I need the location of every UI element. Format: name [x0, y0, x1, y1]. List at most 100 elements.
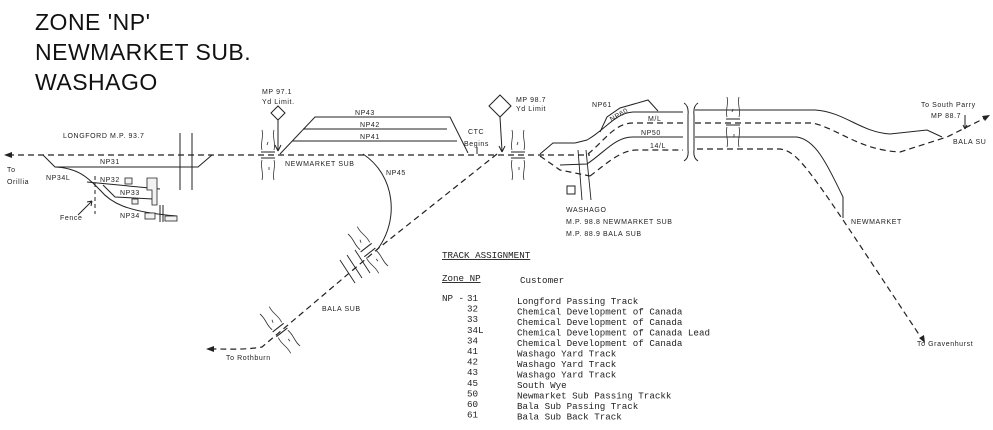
np45-track — [362, 153, 392, 251]
table-row: 33 Chemical Development of Canada — [467, 314, 683, 328]
yard-limit-arrow-icon — [498, 116, 506, 153]
mp889-label: M.P. 88.9 BALA SUB — [566, 231, 642, 238]
fence-label: Fence — [60, 215, 82, 222]
customer-cell: Chemical Development of Canada — [517, 338, 683, 349]
arrow-to-rothburn-icon — [206, 346, 214, 352]
bala-sub-line — [211, 153, 498, 350]
title-sub: NEWMARKET SUB. — [35, 39, 251, 65]
customer-cell: Newmarket Sub Passing Trackk — [517, 391, 672, 402]
track-assignment-table: TRACK ASSIGNMENT Zone NP Customer NP - 3… — [442, 250, 710, 423]
mp987-label: MP 98.7 — [516, 97, 546, 104]
np33-label: NP33 — [120, 190, 140, 197]
title-zone: ZONE 'NP' — [35, 9, 151, 35]
np31-track — [42, 154, 213, 168]
np43-track — [279, 116, 469, 155]
yard-limit-arrow-icon — [274, 120, 282, 152]
station-dash — [539, 155, 591, 177]
bala-su-label: BALA SU — [953, 139, 986, 146]
zone-cell: 31 — [467, 293, 479, 304]
mp97-label: MP 97.1 — [262, 89, 292, 96]
newmarket-sub-label: NEWMARKET SUB — [285, 161, 355, 168]
customer-cell: Chemical Development of Canada — [517, 317, 683, 328]
customer-cell: Washago Yard Track — [517, 370, 617, 381]
np34l-track — [54, 166, 178, 217]
bridge-icon — [258, 305, 302, 355]
newmarket-sub-passing-track — [695, 136, 844, 218]
zone-cell: 43 — [467, 367, 478, 378]
customer-cell: Longford Passing Track — [517, 296, 639, 307]
customer-cell: Chemical Development of Canada — [517, 307, 683, 318]
np41-label: NP41 — [360, 134, 380, 141]
np45-label: NP45 — [386, 170, 406, 177]
np33-track — [102, 184, 154, 200]
to-gravenhurst-label: To Gravenhurst — [917, 341, 973, 348]
table-row: 60 Bala Sub Passing Track — [467, 399, 639, 412]
zone-cell: 50 — [467, 388, 478, 399]
np-prefix: NP - — [442, 293, 464, 304]
washago-label: WASHAGO — [566, 207, 607, 214]
customer-cell: Bala Sub Passing Track — [517, 401, 639, 412]
longford-label: LONGFORD M.P. 93.7 — [63, 133, 144, 140]
col-customer-header: Customer — [520, 275, 564, 286]
orillia-label: Orillia — [7, 179, 29, 186]
fence-arrow-icon — [77, 200, 93, 216]
yard-limit-sign-icon — [488, 94, 512, 118]
station-siding — [539, 142, 575, 155]
title-location: WASHAGO — [35, 69, 158, 95]
np43-label: NP43 — [355, 110, 375, 117]
table-heading: TRACK ASSIGNMENT — [442, 250, 531, 261]
mp887-label: MP 88.7 — [931, 113, 961, 120]
np50-label: NP50 — [641, 130, 661, 137]
yard-limit-sign-icon — [270, 105, 286, 121]
bala-sub-label: BALA SUB — [322, 306, 361, 313]
table-row: 34 Chemical Development of Canada — [467, 335, 683, 349]
col-zone-header: Zone NP — [442, 273, 481, 284]
bala-sub-main-line — [695, 117, 986, 153]
to-label: To — [7, 167, 16, 174]
14l-track — [589, 149, 683, 177]
np60-track — [574, 111, 683, 144]
zone-cell: 34L — [467, 325, 484, 336]
bracket — [683, 102, 689, 162]
np32-label: NP32 — [100, 177, 120, 184]
bridge-icon — [725, 96, 741, 148]
14l-label: 14/L — [650, 143, 666, 150]
mp988-label: M.P. 98.8 NEWMARKET SUB — [566, 219, 673, 226]
ml-label: M/L — [648, 116, 661, 123]
zone-cell: 33 — [467, 314, 478, 325]
crossing-bars — [339, 249, 371, 284]
zone-cell: 34 — [467, 335, 479, 346]
zone-cell: 60 — [467, 399, 478, 410]
station-bars — [577, 149, 592, 201]
arrow-to-gravenhurst-icon — [919, 335, 925, 343]
customer-cell: Washago Yard Track — [517, 359, 617, 370]
table-row: 43 Washago Yard Track — [467, 367, 617, 380]
table-row: 31 Longford Passing Track — [467, 293, 639, 307]
yd-limit-label: Yd Limit. — [262, 99, 295, 106]
np61-track — [599, 99, 659, 133]
zone-cell: 45 — [467, 378, 478, 389]
station-building — [566, 185, 576, 195]
ml-track — [587, 122, 683, 155]
newmarket-label: NEWMARKET — [851, 219, 902, 226]
ctc-label: CTC — [468, 129, 484, 136]
bala-sub-passing-track — [695, 109, 943, 138]
newmarket-sub-south-line — [697, 148, 921, 337]
chemical-plant-buildings — [124, 177, 178, 222]
to-south-parry-label: To South Parry — [921, 102, 976, 109]
yd-limit-label-2: Yd Limit — [516, 106, 546, 113]
arrow-to-orillia-icon — [4, 152, 12, 158]
np60-label: NP60 — [609, 107, 630, 123]
bridge-icon — [346, 225, 390, 275]
customer-cell: Bala Sub Back Track — [517, 412, 622, 423]
to-rothburn-label: To Rothburn — [226, 355, 271, 362]
milepost-arrow-icon — [962, 115, 968, 130]
np42-label: NP42 — [360, 122, 380, 129]
